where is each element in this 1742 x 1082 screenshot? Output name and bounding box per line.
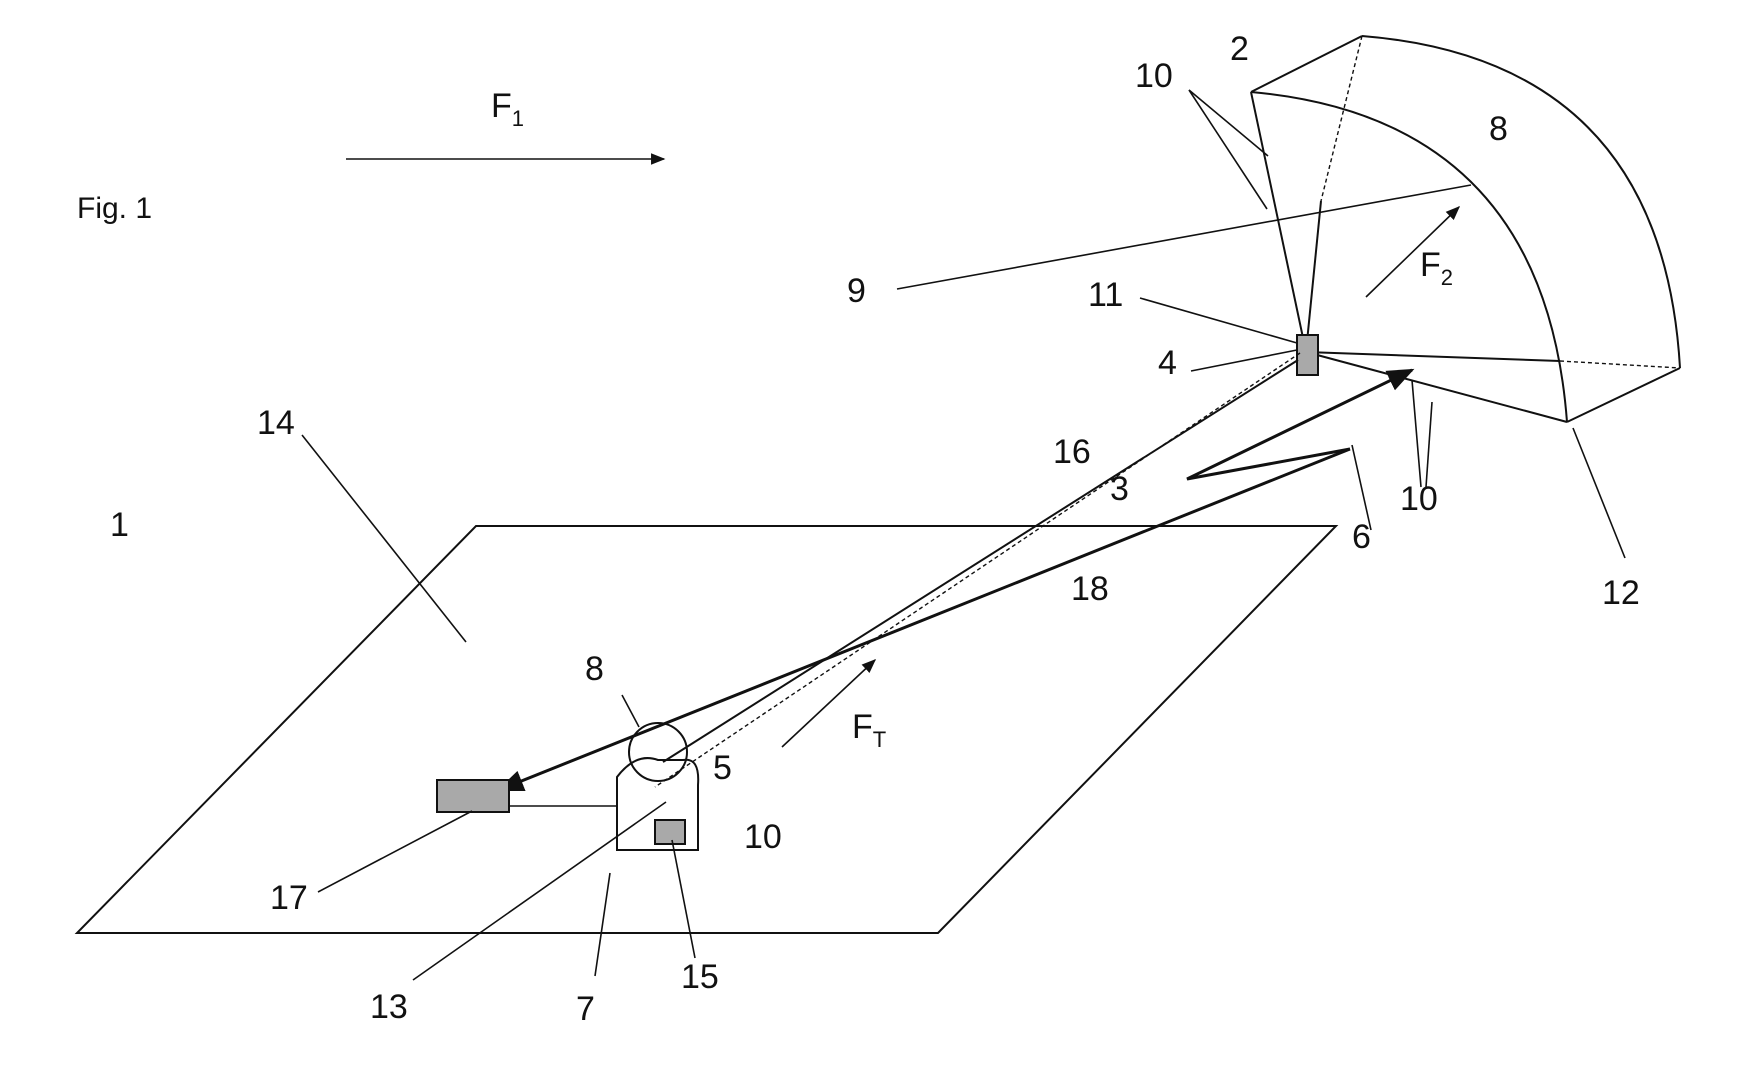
kite-force-label: F2 [1420, 246, 1453, 290]
label-18: 18 [1071, 570, 1109, 608]
label-7: 7 [576, 990, 595, 1028]
label-13: 13 [370, 988, 408, 1026]
label-1: 1 [110, 506, 129, 544]
kite-control-unit [1297, 335, 1318, 375]
label-6: 6 [1352, 518, 1371, 556]
label-8-kite: 8 [1489, 110, 1508, 148]
tether-16 [655, 353, 1300, 787]
leader-lines [302, 90, 1625, 980]
wind-force-label: F1 [491, 87, 524, 131]
label-8-pulley: 8 [585, 650, 604, 688]
label-11: 11 [1088, 276, 1123, 314]
force-line-18 [1187, 370, 1412, 479]
tether-force-label: FT [852, 708, 886, 752]
label-4: 4 [1158, 344, 1177, 382]
label-3: 3 [1110, 470, 1129, 508]
unit-17 [437, 780, 509, 812]
force-line-18-return [499, 449, 1350, 790]
label-10-ground: 10 [744, 818, 782, 856]
label-14: 14 [257, 404, 295, 442]
label-10-top: 10 [1135, 57, 1173, 95]
ground-plane [77, 526, 1336, 933]
tether-3 [663, 360, 1298, 762]
figure-title: Fig. 1 [77, 192, 152, 225]
label-15: 15 [681, 958, 719, 996]
label-2: 2 [1230, 30, 1249, 68]
label-16: 16 [1053, 433, 1091, 471]
component-15 [655, 820, 685, 844]
label-17: 17 [270, 879, 308, 917]
label-9: 9 [847, 272, 866, 310]
label-5: 5 [713, 749, 732, 787]
label-10-right: 10 [1400, 480, 1438, 518]
label-12: 12 [1602, 574, 1640, 612]
